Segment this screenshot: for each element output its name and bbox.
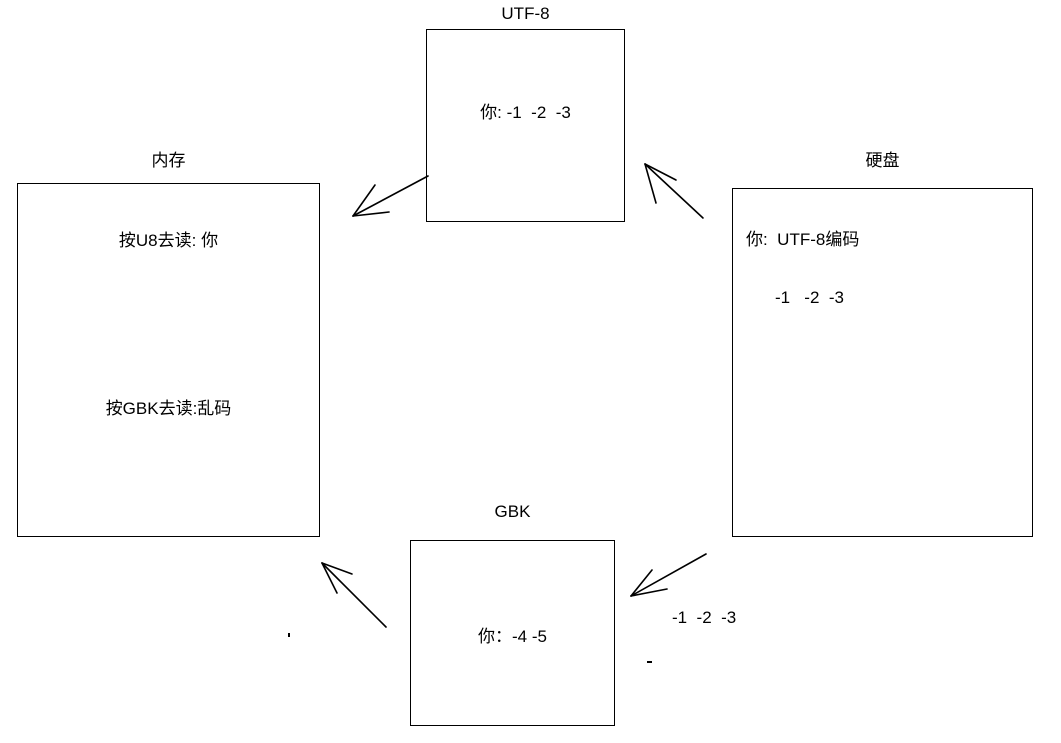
arrow-gbk-to-memory <box>321 562 387 628</box>
gbk-bytes-text: 你：-4 -5 <box>478 627 547 646</box>
memory-box <box>17 183 320 537</box>
arrow-utf8-to-memory <box>352 175 429 217</box>
ink-speck-right <box>647 661 652 663</box>
memory-gbk-read-text: 按GBK去读:乱码 <box>105 399 232 418</box>
memory-box-caption: 内存 <box>151 151 186 170</box>
utf8-bytes-text: 你: -1 -2 -3 <box>480 103 571 122</box>
disk-box-caption: 硬盘 <box>865 151 900 170</box>
ink-speck-left <box>288 633 290 637</box>
gbk-box-caption: GBK <box>494 502 531 521</box>
disk-to-gbk-edge-label: -1 -2 -3 <box>672 608 737 627</box>
memory-utf8-read-text: 按U8去读: 你 <box>118 231 219 250</box>
disk-bytes-text: -1 -2 -3 <box>775 288 844 307</box>
arrow-disk-to-gbk <box>630 553 707 597</box>
disk-encoding-text: 你: UTF-8编码 <box>746 230 860 249</box>
disk-box <box>732 188 1033 537</box>
utf8-box <box>426 29 625 222</box>
gbk-box <box>410 540 615 726</box>
utf8-box-caption: UTF-8 <box>501 4 550 23</box>
arrow-disk-to-utf8 <box>644 163 704 219</box>
